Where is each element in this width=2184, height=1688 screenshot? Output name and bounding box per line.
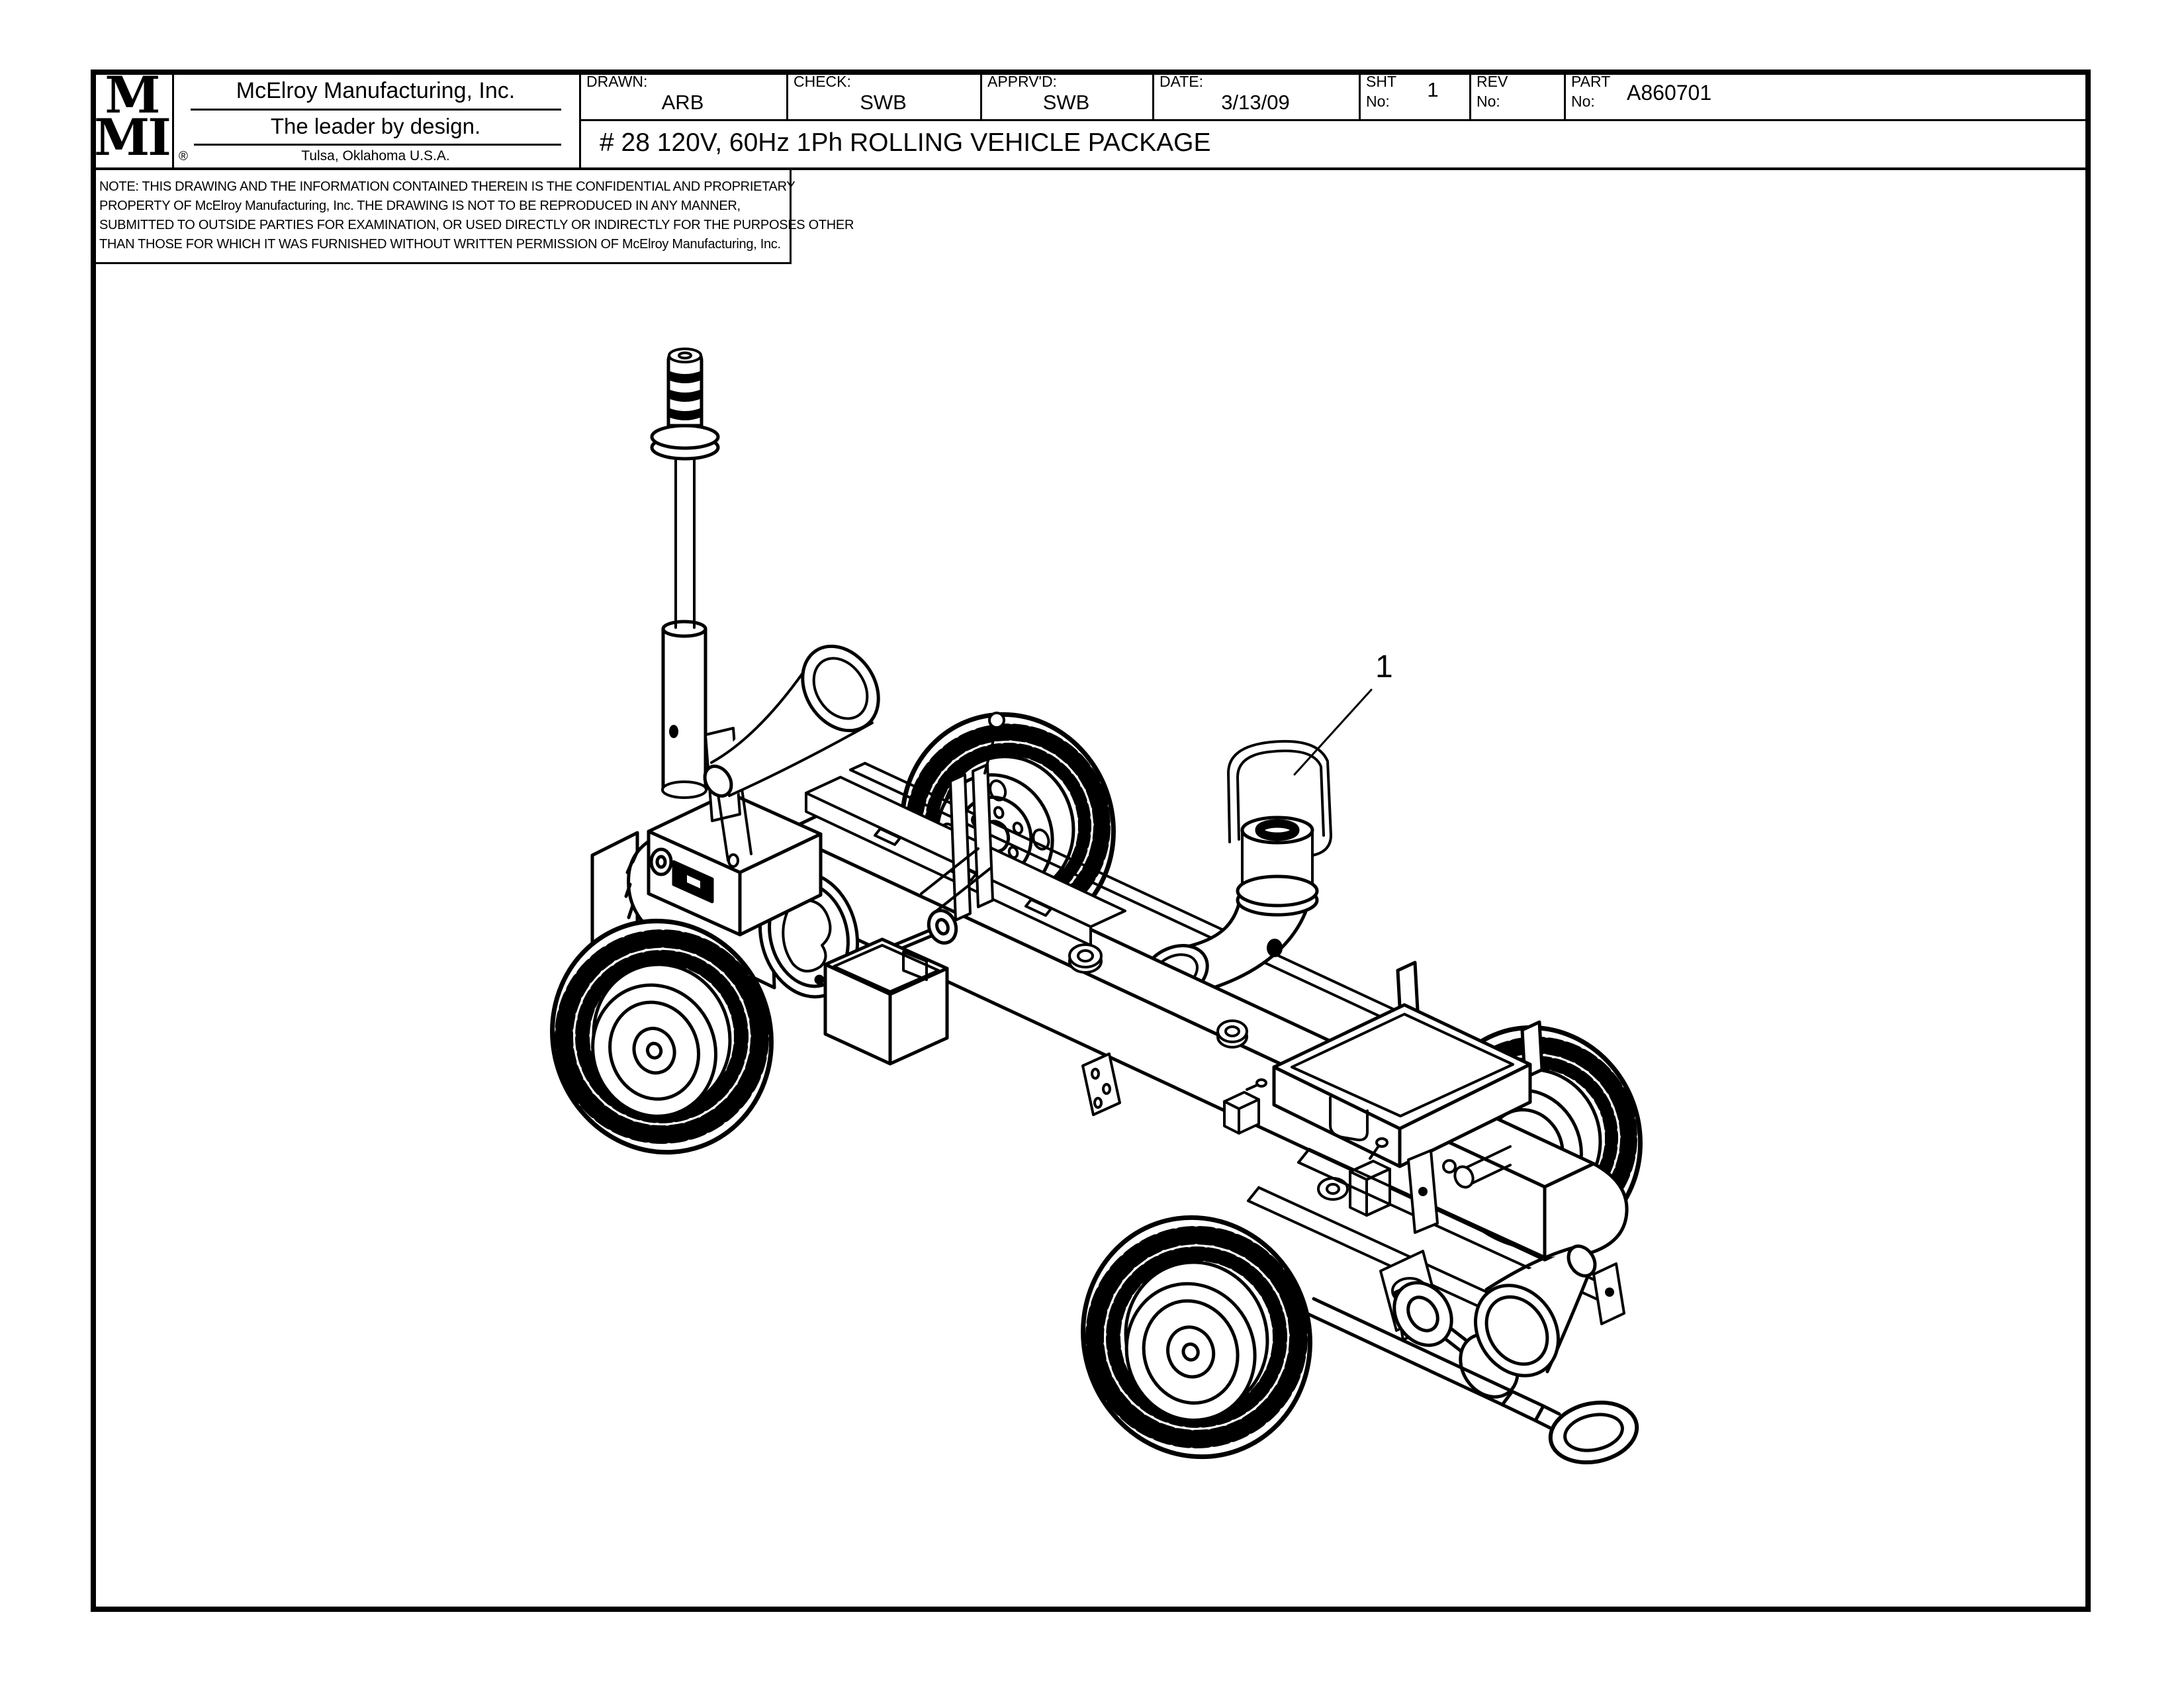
ball-pin-icon: [983, 712, 1005, 774]
note-box-divider: [790, 167, 792, 262]
titleblock-divider: [1152, 70, 1154, 119]
company-rule: [194, 144, 561, 146]
note-line-1: NOTE: THIS DRAWING AND THE INFORMATION C…: [99, 179, 796, 194]
wheel-bottom: [1081, 1215, 1312, 1460]
apprvd-value: SWB: [1042, 91, 1090, 114]
date-label: DATE:: [1160, 73, 1204, 90]
beam-hardware: [1068, 943, 1267, 1135]
sht-no-label: No:: [1366, 93, 1390, 110]
wheel-front-left: [550, 918, 774, 1155]
note-box-divider: [91, 262, 792, 264]
titleblock-divider: [579, 119, 2091, 121]
proprietary-note: NOTE: THIS DRAWING AND THE INFORMATION C…: [99, 177, 854, 254]
logo-line-2: MI: [94, 108, 171, 167]
company-name: McElroy Manufacturing, Inc.: [236, 78, 516, 103]
guide-roller-icon: [703, 644, 880, 798]
tow-ring-icon: [1548, 1400, 1639, 1465]
titleblock-divider: [579, 70, 581, 167]
note-line-4: THAN THOSE FOR WHICH IT WAS FURNISHED WI…: [99, 237, 781, 252]
tray-pivot-clevis: [1317, 1137, 1391, 1217]
junction-box: [823, 909, 958, 1066]
titleblock-divider: [1564, 70, 1566, 119]
grip-knob-icon: [666, 348, 704, 428]
rev-label: REV: [1477, 73, 1508, 90]
titleblock-divider: [980, 70, 982, 119]
sht-value: 1: [1427, 78, 1439, 101]
rear-axle-stub: [1442, 1145, 1512, 1189]
front-axle-mast: [920, 712, 1005, 921]
callout-1-label: 1: [1375, 649, 1393, 684]
rev-no-label: No:: [1477, 93, 1500, 110]
sht-label: SHT: [1366, 73, 1396, 90]
check-label: CHECK:: [794, 73, 851, 90]
part-value: A860701: [1627, 81, 1712, 105]
company-logo: M MI: [93, 66, 171, 167]
company-rule: [191, 109, 561, 111]
titleblock-divider: [91, 167, 2091, 170]
logo-line-1: M: [105, 66, 160, 124]
note-line-2: PROPERTY OF McElroy Manufacturing, Inc. …: [99, 199, 741, 213]
tow-bar: [1302, 1297, 1639, 1465]
titleblock-divider: [1469, 70, 1471, 119]
date-value: 3/13/09: [1221, 91, 1290, 114]
titleblock-divider: [786, 70, 788, 119]
registered-trademark-icon: ®: [179, 150, 188, 164]
rear-pipe-rollers: [1392, 1244, 1597, 1399]
company-tagline: The leader by design.: [270, 114, 481, 138]
callout-leader-line: [1293, 688, 1373, 776]
check-value: SWB: [860, 91, 907, 114]
titleblock-divider: [1359, 70, 1361, 119]
rear-tray: [1272, 961, 1544, 1168]
guide-post-assembly: [650, 348, 880, 868]
apprvd-label: APPRV'D:: [987, 73, 1057, 90]
drawing-title: # 28 120V, 60Hz 1Ph ROLLING VEHICLE PACK…: [600, 128, 1211, 157]
connector-icon: [649, 847, 673, 876]
sheet-border: [91, 70, 2091, 1612]
company-location: Tulsa, Oklahoma U.S.A.: [301, 148, 450, 164]
drawn-value: ARB: [661, 91, 704, 114]
titleblock-divider: [172, 70, 174, 167]
note-line-3: SUBMITTED TO OUTSIDE PARTIES FOR EXAMINA…: [99, 218, 854, 232]
drawn-label: DRAWN:: [586, 73, 648, 90]
part-label: PART: [1571, 73, 1611, 90]
part-no-label: No:: [1571, 93, 1595, 110]
control-box: [647, 791, 823, 937]
